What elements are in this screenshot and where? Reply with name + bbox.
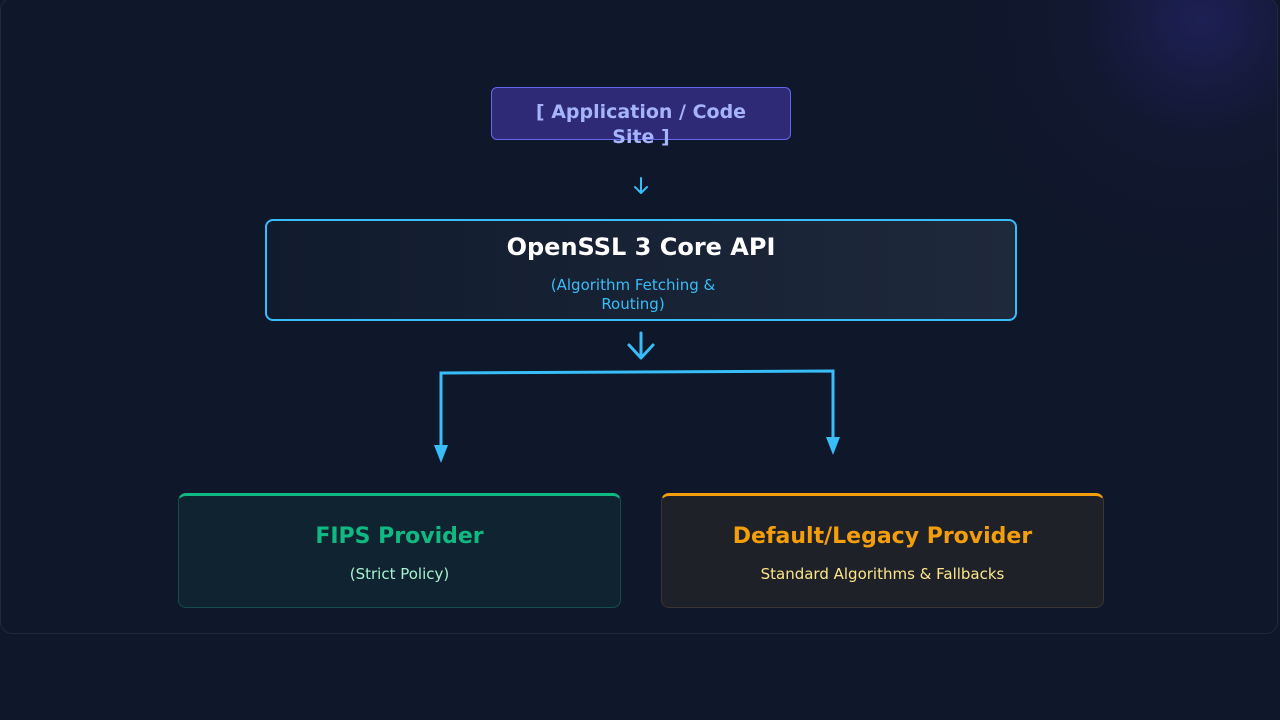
- core-api-subtitle: (Algorithm Fetching & Routing): [550, 276, 716, 313]
- arrow-down-icon: [627, 331, 655, 360]
- fips-provider-node: FIPS Provider (Strict Policy): [178, 493, 621, 608]
- legacy-provider-node: Default/Legacy Provider Standard Algorit…: [661, 493, 1104, 608]
- arrowhead-icon: [826, 437, 840, 455]
- core-api-title: OpenSSL 3 Core API: [506, 233, 776, 261]
- arrowhead-icon: [434, 445, 448, 463]
- fips-provider-title: FIPS Provider: [315, 524, 484, 549]
- legacy-provider-title: Default/Legacy Provider: [732, 524, 1033, 549]
- connector-lines: [434, 331, 840, 463]
- application-node-label: [ Application / Code Site ]: [535, 101, 747, 148]
- fips-provider-subtitle: (Strict Policy): [349, 565, 450, 583]
- diagram-panel: [ Application / Code Site ] OpenSSL 3 Co…: [0, 0, 1278, 634]
- application-node: [ Application / Code Site ]: [491, 87, 791, 148]
- arrow-down-icon: [634, 177, 648, 194]
- legacy-provider-subtitle: Standard Algorithms & Fallbacks: [760, 565, 1005, 583]
- branch-connector: [439, 369, 835, 447]
- core-api-node: OpenSSL 3 Core API (Algorithm Fetching &…: [265, 219, 1017, 321]
